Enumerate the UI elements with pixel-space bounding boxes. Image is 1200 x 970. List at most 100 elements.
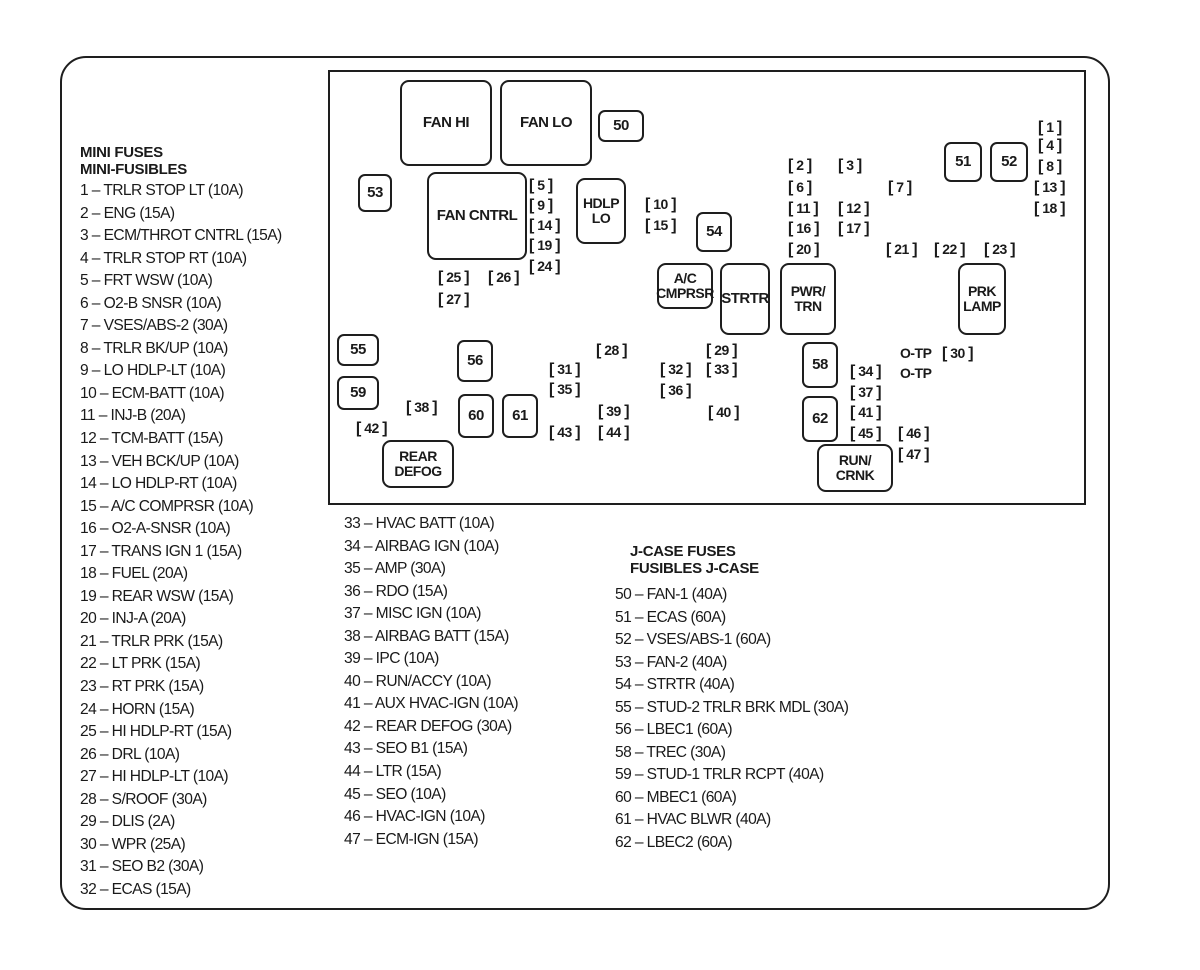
mini-fuse-slot-28: [ 28 ]: [596, 342, 628, 359]
jcase-fuse-list-item: 54 – STRTR (40A): [615, 676, 735, 694]
slot-bracket-left: [: [898, 446, 903, 463]
slot-bracket-left: [: [645, 196, 650, 213]
mini-fuse-list-item: 22 – LT PRK (15A): [80, 655, 201, 673]
slot-bracket-right: ]: [814, 220, 820, 237]
slot-bracket-right: ]: [671, 217, 677, 234]
mini-fuse-slot-5: [ 5 ]: [529, 177, 553, 194]
jcase-fuse-list-item: 58 – TREC (30A): [615, 743, 726, 761]
test-point: O-TP: [900, 345, 932, 361]
slot-bracket-left: [: [788, 200, 793, 217]
slot-bracket-left: [: [942, 345, 947, 362]
mini-fuse-slot-12: [ 12 ]: [838, 200, 870, 217]
relay-fan-lo: FAN LO: [500, 80, 592, 166]
mini-fuse-slot-22: [ 22 ]: [934, 241, 966, 258]
slot-bracket-left: [: [529, 197, 534, 214]
slot-bracket-left: [: [660, 382, 665, 399]
mini-fuse-slot-37: [ 37 ]: [850, 384, 882, 401]
slot-bracket-left: [: [788, 179, 793, 196]
relay-hdlp-lo: HDLP LO: [576, 178, 626, 244]
mini-fuse-list-item: 18 – FUEL (20A): [80, 565, 188, 583]
slot-bracket-left: [: [788, 241, 793, 258]
mini-fuse-list-item: 10 – ECM-BATT (10A): [80, 384, 225, 402]
slot-bracket-right: ]: [876, 384, 882, 401]
slot-bracket-right: ]: [624, 403, 630, 420]
mini-fuse-list-item: 32 – ECAS (15A): [80, 880, 191, 898]
slot-bracket-left: [: [406, 399, 411, 416]
slot-bracket-left: [: [356, 420, 361, 437]
slot-bracket-left: [: [596, 342, 601, 359]
mini-fuse-list-item: 12 – TCM-BATT (15A): [80, 430, 223, 448]
mini-fuse-slot-39: [ 39 ]: [598, 403, 630, 420]
slot-bracket-right: ]: [547, 177, 553, 194]
mini-fuse-slot-9: [ 9 ]: [529, 197, 553, 214]
slot-bracket-left: [: [645, 217, 650, 234]
slot-bracket-left: [: [850, 363, 855, 380]
mini-fuse-list-item: 11 – INJ-B (20A): [80, 407, 186, 425]
slot-bracket-right: ]: [671, 196, 677, 213]
jcase-fuses-heading-line-2: FUSIBLES J-CASE: [630, 560, 759, 577]
slot-bracket-left: [: [838, 220, 843, 237]
mini-fuse-slot-36: [ 36 ]: [660, 382, 692, 399]
mini-fuse-slot-31: [ 31 ]: [549, 361, 581, 378]
jcase-fuse-58: 58: [802, 342, 838, 388]
mini-fuse-slot-8: [ 8 ]: [1038, 158, 1062, 175]
slot-bracket-right: ]: [1056, 137, 1062, 154]
slot-bracket-left: [: [549, 381, 554, 398]
mini-fuse-list-item: 45 – SEO (10A): [344, 785, 446, 803]
mini-fuses-heading: MINI FUSES MINI-FUSIBLES: [80, 144, 187, 178]
slot-bracket-right: ]: [732, 361, 738, 378]
mini-fuse-list-item: 9 – LO HDLP-LT (10A): [80, 362, 226, 380]
mini-fuse-list-item: 40 – RUN/ACCY (10A): [344, 672, 492, 690]
slot-bracket-right: ]: [622, 342, 628, 359]
mini-fuse-list-item: 31 – SEO B2 (30A): [80, 858, 204, 876]
mini-fuse-slot-42: [ 42 ]: [356, 420, 388, 437]
slot-bracket-right: ]: [1056, 158, 1062, 175]
slot-bracket-left: [: [598, 403, 603, 420]
jcase-fuse-59: 59: [337, 376, 379, 410]
mini-fuse-slot-20: [ 20 ]: [788, 241, 820, 258]
mini-fuse-slot-29: [ 29 ]: [706, 342, 738, 359]
slot-bracket-left: [: [438, 291, 443, 308]
slot-bracket-left: [: [934, 241, 939, 258]
slot-bracket-right: ]: [876, 363, 882, 380]
slot-bracket-right: ]: [514, 269, 520, 286]
jcase-fuse-list-item: 59 – STUD-1 TRLR RCPT (40A): [615, 766, 824, 784]
mini-fuse-list-item: 38 – AIRBAG BATT (15A): [344, 627, 509, 645]
test-point: O-TP: [900, 365, 932, 381]
mini-fuse-list-item: 27 – HI HDLP-LT (10A): [80, 768, 229, 786]
mini-fuse-list-item: 2 – ENG (15A): [80, 204, 175, 222]
jcase-fuse-56: 56: [457, 340, 493, 382]
mini-fuse-list-item: 43 – SEO B1 (15A): [344, 740, 468, 758]
relay-strtr: STRTR: [720, 263, 770, 335]
mini-fuse-slot-2: [ 2 ]: [788, 157, 812, 174]
mini-fuse-list-item: 23 – RT PRK (15A): [80, 678, 204, 696]
mini-fuse-slot-44: [ 44 ]: [598, 424, 630, 441]
mini-fuse-list-item: 1 – TRLR STOP LT (10A): [80, 182, 244, 199]
slot-bracket-right: ]: [464, 291, 470, 308]
slot-bracket-right: ]: [382, 420, 388, 437]
mini-fuse-list-item: 46 – HVAC-IGN (10A): [344, 808, 485, 826]
slot-bracket-right: ]: [732, 342, 738, 359]
mini-fuse-list-item: 6 – O2-B SNSR (10A): [80, 294, 222, 312]
slot-bracket-left: [: [898, 425, 903, 442]
mini-fuse-slot-21: [ 21 ]: [886, 241, 918, 258]
mini-fuse-slot-41: [ 41 ]: [850, 404, 882, 421]
mini-fuse-slot-19: [ 19 ]: [529, 237, 561, 254]
slot-bracket-left: [: [488, 269, 493, 286]
mini-fuse-slot-16: [ 16 ]: [788, 220, 820, 237]
mini-fuse-slot-15: [ 15 ]: [645, 217, 677, 234]
jcase-fuse-54: 54: [696, 212, 732, 252]
mini-fuse-slot-11: [ 11 ]: [788, 200, 819, 217]
mini-fuse-slot-23: [ 23 ]: [984, 241, 1016, 258]
mini-fuse-list-item: 24 – HORN (15A): [80, 700, 195, 718]
mini-fuse-slot-35: [ 35 ]: [549, 381, 581, 398]
mini-fuses-heading-line-1: MINI FUSES: [80, 144, 163, 161]
slot-bracket-left: [: [529, 258, 534, 275]
slot-bracket-left: [: [549, 361, 554, 378]
fuse-box-panel: [328, 70, 1086, 505]
slot-bracket-right: ]: [906, 179, 912, 196]
relay-fan-hi: FAN HI: [400, 80, 492, 166]
slot-bracket-right: ]: [924, 425, 930, 442]
mini-fuse-list-item: 21 – TRLR PRK (15A): [80, 632, 223, 650]
slot-bracket-left: [: [549, 424, 554, 441]
